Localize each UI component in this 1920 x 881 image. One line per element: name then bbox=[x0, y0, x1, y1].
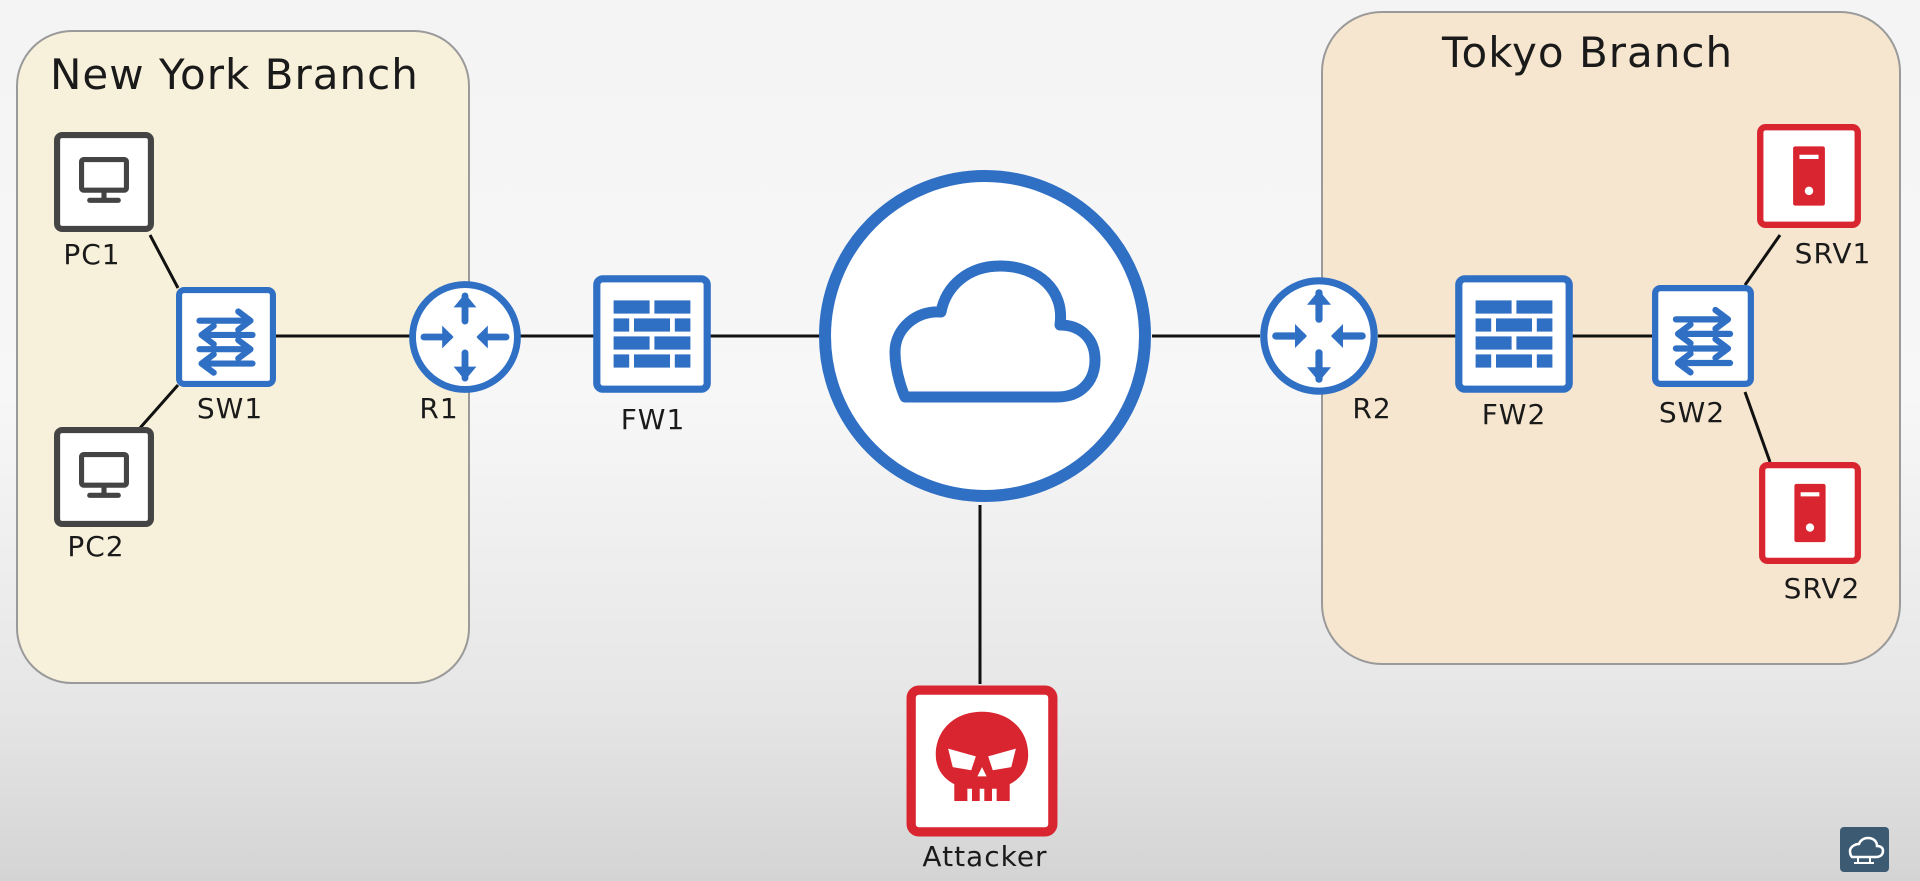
pc1-icon bbox=[57, 135, 151, 229]
link-pc1-sw1 bbox=[148, 234, 180, 289]
r2-router-icon bbox=[1264, 281, 1374, 391]
pc1-label: PC1 bbox=[63, 238, 121, 271]
channel-logo-icon bbox=[1840, 827, 1889, 872]
fw1-firewall-icon bbox=[597, 279, 707, 389]
tokyo-branch-area bbox=[1321, 11, 1901, 665]
sw2-switch-icon bbox=[1655, 288, 1751, 384]
pc2-icon bbox=[57, 430, 151, 524]
link-sw2-srv1 bbox=[1743, 234, 1782, 286]
tokyo-branch-title: Tokyo Branch bbox=[1442, 28, 1734, 77]
srv2-label: SRV2 bbox=[1783, 572, 1861, 605]
new-york-branch-title: New York Branch bbox=[50, 50, 419, 99]
r1-router-icon bbox=[413, 285, 518, 390]
link-pc2-sw1 bbox=[138, 384, 180, 429]
r2-label: R2 bbox=[1352, 392, 1392, 425]
link-sw2-srv2 bbox=[1743, 391, 1772, 463]
fw1-label: FW1 bbox=[620, 403, 686, 436]
pc2-label: PC2 bbox=[67, 530, 125, 563]
cloud-icon bbox=[889, 260, 1101, 403]
attacker-label: Attacker bbox=[922, 840, 1048, 873]
attacker-skull-icon bbox=[911, 690, 1053, 832]
srv1-label: SRV1 bbox=[1794, 237, 1872, 270]
sw1-switch-icon bbox=[179, 290, 273, 384]
fw2-firewall-icon bbox=[1459, 279, 1569, 389]
srv1-server-icon bbox=[1760, 127, 1858, 225]
srv2-server-icon bbox=[1762, 465, 1858, 561]
r1-label: R1 bbox=[419, 392, 459, 425]
sw2-label: SW2 bbox=[1658, 396, 1726, 429]
sw1-label: SW1 bbox=[196, 392, 264, 425]
internet-cloud bbox=[819, 170, 1151, 502]
fw2-label: FW2 bbox=[1481, 398, 1547, 431]
